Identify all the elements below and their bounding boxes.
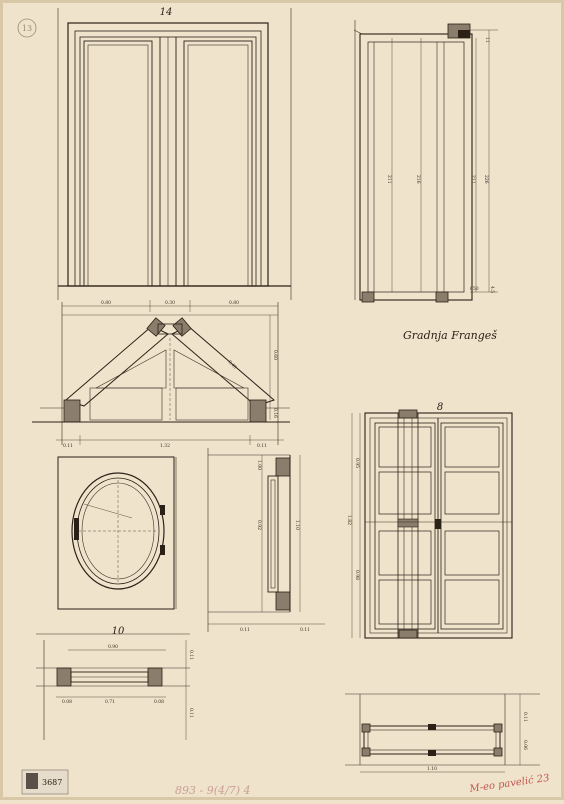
corner-bottom-dim-3: 0.11 xyxy=(257,443,267,449)
oval-window-drawing xyxy=(57,456,177,610)
frame-dim-4: 0.11 xyxy=(240,627,250,633)
corner-top-dim-2: 0.30 xyxy=(165,300,175,306)
cabinet-dim-4: 226 xyxy=(483,175,489,184)
frame-dim-1: 1.00 xyxy=(256,460,262,470)
frame-dim-5: 0.11 xyxy=(300,627,310,633)
cabinet-section-drawing: 211 216 211 226 11 4.5 650 Gradnja Frang… xyxy=(353,20,498,342)
corner-circle-mark: 13 xyxy=(17,18,37,38)
corner-bottom-dim-2: 1.32 xyxy=(160,443,170,449)
window-detail-dim-2: 0.71 xyxy=(105,699,115,705)
glazed-door-number: 8 xyxy=(437,402,443,413)
cabinet-dim-3: 211 xyxy=(470,175,476,184)
frame-dim-3: 1.10 xyxy=(294,520,300,530)
cabinet-dim-1: 211 xyxy=(386,175,392,184)
glazed-door-dim-1: 0.95 xyxy=(354,458,360,468)
window-detail-dim-5: 0.11 xyxy=(188,650,194,660)
corner-side-dim-1: 0.60 xyxy=(272,350,278,360)
window-detail-drawing: 10 0.90 0.11 0.11 0.08 0.71 0.08 xyxy=(36,626,194,740)
small-frame-dim-2: 0.06 xyxy=(522,740,528,750)
cabinet-dim-6: 4.5 xyxy=(489,286,495,293)
window-detail-dim-3: 0.08 xyxy=(62,699,72,705)
small-frame-drawing: 1.10 0.11 0.06 xyxy=(345,693,540,773)
archive-stamp-number: 3687 xyxy=(42,778,62,787)
pencil-note-bottom: 893 - 9(4/7) 4 xyxy=(175,784,251,797)
window-detail-number: 10 xyxy=(112,626,125,637)
corner-bottom-dim-1: 0.11 xyxy=(63,443,73,449)
small-frame-dim-3: 0.11 xyxy=(522,712,528,722)
archive-stamp: 3687 xyxy=(21,769,69,795)
small-frame-dim-1: 1.10 xyxy=(427,766,437,772)
frame-dim-2: 0.92 xyxy=(256,520,262,530)
window-detail-dim-4: 0.08 xyxy=(154,699,164,705)
corner-side-dim-2: 0.16 xyxy=(272,408,278,418)
cabinet-caption: Gradnja Frangeš xyxy=(403,329,497,342)
window-detail-dim-6: 0.11 xyxy=(188,708,194,718)
corner-side-dim-3: 0.40 xyxy=(227,359,238,370)
corner-top-dim-3: 0.80 xyxy=(229,300,239,306)
door-elevation-drawing: 14 xyxy=(57,7,292,300)
corner-top-dim-1: 0.80 xyxy=(101,300,111,306)
frame-section-drawing: 1.00 0.92 1.10 0.11 0.11 xyxy=(207,448,325,633)
cabinet-dim-7: 650 xyxy=(470,286,479,292)
door-elevation-number: 14 xyxy=(160,7,173,18)
cabinet-dim-2: 216 xyxy=(415,175,421,184)
glazed-door-drawing: 8 0.95 1.82 0.98 xyxy=(346,402,513,639)
glazed-door-dim-3: 0.98 xyxy=(354,570,360,580)
cabinet-dim-5: 11 xyxy=(484,37,490,43)
corner-plan-drawing: 0.80 0.30 0.80 0.60 0.16 0.40 0.11 1.32 xyxy=(32,300,290,449)
glazed-door-dim-2: 1.82 xyxy=(346,515,352,525)
corner-circle-number: 13 xyxy=(22,24,32,33)
window-detail-dim-1: 0.90 xyxy=(108,644,118,650)
